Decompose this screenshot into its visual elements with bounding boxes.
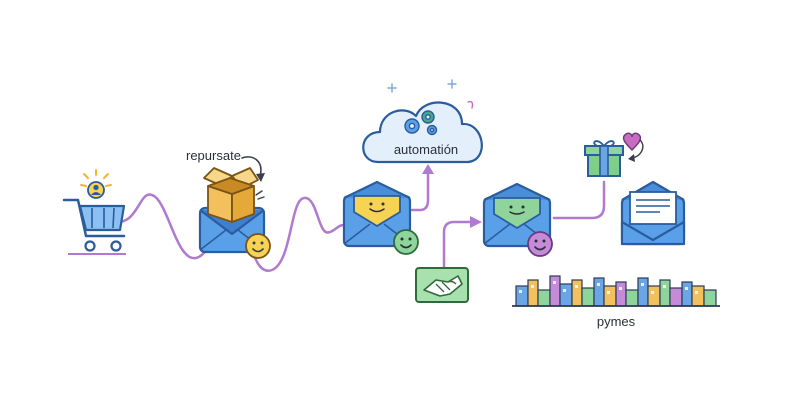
connector-to-gift xyxy=(552,180,606,220)
smiley-icon xyxy=(393,229,419,255)
repursate-label: repursate xyxy=(186,148,241,163)
arrowhead-curved xyxy=(256,173,265,182)
gears-icon xyxy=(404,110,438,136)
shopping-cart-icon xyxy=(62,198,126,255)
sparkle-icon xyxy=(387,79,474,109)
handshake-icon xyxy=(415,267,469,303)
connector-to-cloud xyxy=(410,170,430,212)
curved-arrow-connector xyxy=(241,156,262,177)
cloud-icon xyxy=(362,101,483,164)
envelope-icon xyxy=(482,182,552,248)
letter-icon xyxy=(620,180,686,246)
arrowhead-to-envelope-green xyxy=(470,216,482,228)
connector-from-handshake xyxy=(442,220,474,270)
arrowhead-to-cloud xyxy=(422,164,434,174)
gift-icon xyxy=(584,140,624,177)
smiley-icon xyxy=(527,231,553,257)
city-skyline-icon xyxy=(512,275,720,307)
automation-label: automatión xyxy=(394,142,458,157)
open-box-icon xyxy=(203,167,259,223)
skyline-windows xyxy=(519,281,698,294)
pymes-label: pymes xyxy=(597,314,636,329)
smiley-icon xyxy=(245,233,271,259)
user-sun-icon xyxy=(80,169,112,199)
arrowhead-curved xyxy=(628,154,635,162)
sparkle-icon xyxy=(255,190,265,200)
envelope-icon xyxy=(342,180,412,248)
heart-icon xyxy=(622,132,642,151)
